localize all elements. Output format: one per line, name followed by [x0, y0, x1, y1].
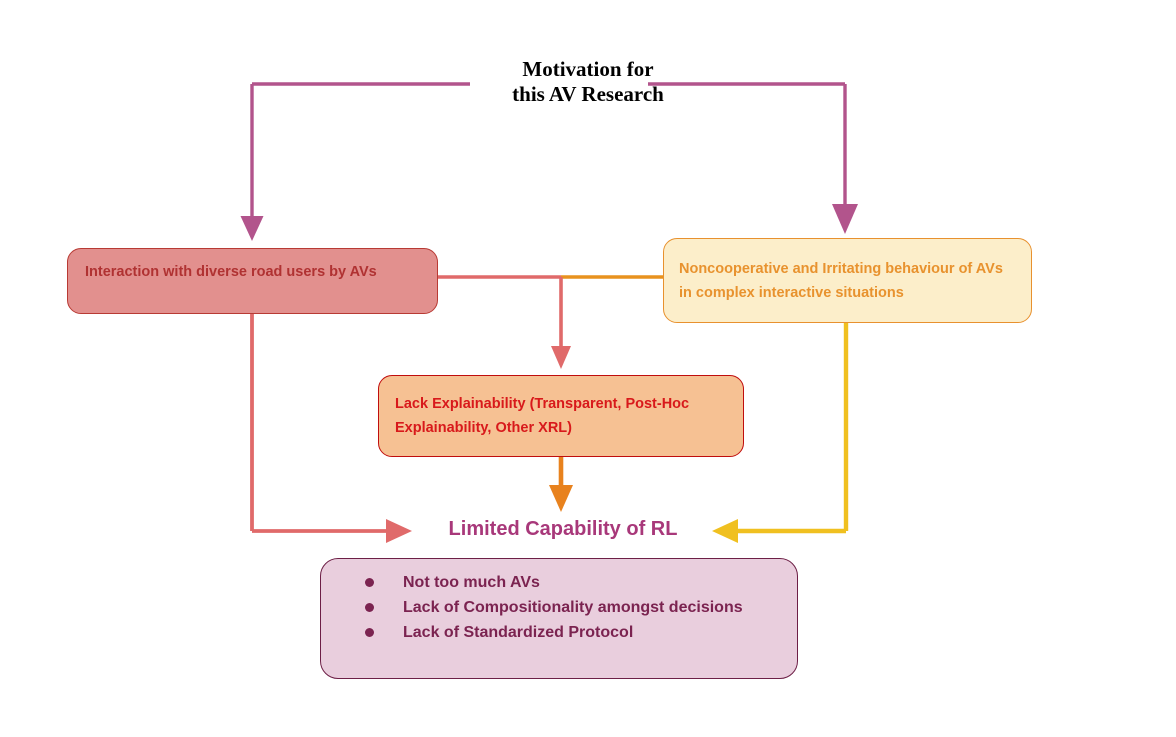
- list-item: Lack of Compositionality amongst decisio…: [365, 595, 797, 620]
- arrowhead-down-icon: [240, 216, 264, 241]
- node-limited-capability-of-rl: Limited Capability of RL: [418, 516, 708, 542]
- diagram-title: Motivation for this AV Research: [512, 57, 664, 106]
- node-explainability-label: Lack Explainability (Transparent, Post-H…: [395, 396, 690, 436]
- node-noncooperative-label: Noncooperative and Irritating behaviour …: [679, 261, 1003, 301]
- node-lack-explainability[interactable]: Lack Explainability (Transparent, Post-H…: [378, 375, 744, 457]
- list-item: Lack of Standardized Protocol: [365, 620, 797, 645]
- rl-limitations-bullet-list: Not too much AVs Lack of Compositionalit…: [321, 559, 797, 645]
- node-noncooperative-behaviour[interactable]: Noncooperative and Irritating behaviour …: [663, 238, 1032, 323]
- list-item: Not too much AVs: [365, 570, 797, 595]
- node-rl-limitations-list: Not too much AVs Lack of Compositionalit…: [320, 558, 798, 679]
- node-limited-rl-label: Limited Capability of RL: [448, 518, 678, 540]
- connector-motivation-to-interaction: [240, 82, 470, 241]
- bullet-dot-icon: [365, 628, 374, 637]
- arrowhead-right-icon: [386, 519, 412, 543]
- list-item-label: Lack of Compositionality amongst decisio…: [403, 599, 743, 616]
- node-interaction-label: Interaction with diverse road users by A…: [85, 264, 377, 280]
- bullet-dot-icon: [365, 578, 374, 587]
- list-item-label: Lack of Standardized Protocol: [403, 624, 634, 641]
- connector-interaction-to-explainability: [438, 275, 571, 369]
- arrowhead-down-icon: [551, 346, 571, 369]
- connector-explainability-to-limited-rl: [549, 457, 573, 512]
- arrowhead-left-icon: [712, 519, 738, 543]
- bullet-dot-icon: [365, 603, 374, 612]
- arrowhead-down-icon: [549, 485, 573, 512]
- node-interaction-with-road-users[interactable]: Interaction with diverse road users by A…: [67, 248, 438, 314]
- arrowhead-down-icon: [832, 204, 858, 234]
- list-item-label: Not too much AVs: [403, 574, 540, 591]
